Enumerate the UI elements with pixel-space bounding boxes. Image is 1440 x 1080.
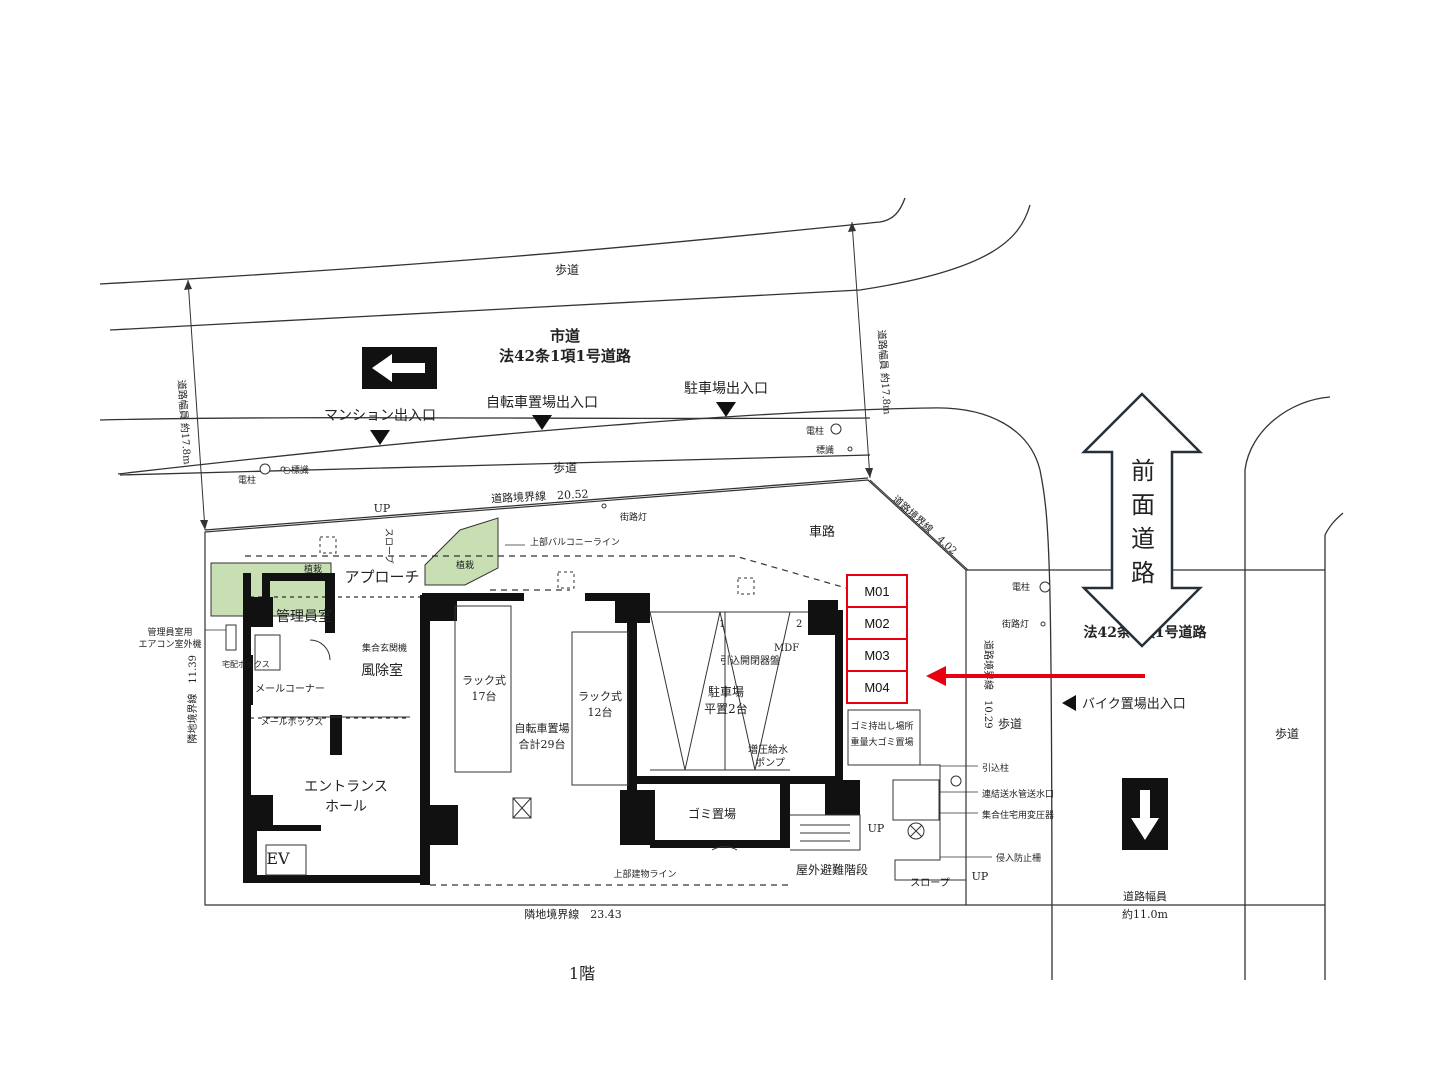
approach-label: アプローチ	[344, 568, 419, 586]
garbage-label-2: 重量大ゴミ置場	[850, 736, 913, 748]
mailbox-label: メールボックス	[261, 717, 324, 728]
rack17-label-1: ラック式	[462, 674, 506, 687]
car-parking-label-2: 平置2台	[704, 701, 748, 716]
parking-entrance-label: 駐車場出入口	[684, 380, 768, 397]
front-road-char-1: 前	[1131, 457, 1155, 485]
pole-right-label: 電柱	[806, 425, 824, 437]
entrance-hall-label-1: エントランス	[304, 779, 388, 795]
floor-label: 1階	[569, 964, 595, 983]
garbage-room-label: ゴミ置場	[688, 806, 736, 821]
street-light-top-label: 街路灯	[620, 511, 647, 523]
road-width-right-label: 道路幅員 約17.8m	[875, 329, 894, 415]
road-boundary-diag-label: 道路境界線 4.02	[890, 493, 960, 558]
delivery-box-label: 宅配ボックス	[222, 659, 270, 669]
fire-water-inlet-label: 連結送水管送水口	[982, 788, 1054, 800]
adjacent-boundary-left-label: 隣地境界線 11.39	[186, 655, 199, 744]
pole-left-label: 電柱	[238, 474, 256, 486]
front-road-double-arrow	[1080, 392, 1204, 648]
road-width-left-label: 道路幅員 約17.8m	[175, 379, 194, 465]
sidewalk-mid-label: 歩道	[553, 460, 577, 475]
road-width-bottom-label-2: 約11.0m	[1122, 907, 1168, 921]
meter-box-m04: M04	[846, 670, 908, 704]
dimension-arrowheads	[184, 222, 873, 530]
meter-box-m03: M03	[846, 638, 908, 672]
street-light-side-label: 街路灯	[1002, 618, 1029, 630]
interior-lines	[225, 605, 966, 881]
mail-corner-label: メールコーナー	[255, 683, 325, 695]
walls	[243, 573, 860, 885]
planting-areas	[210, 517, 499, 617]
booster-pump-label-2: ポンプ	[755, 757, 785, 769]
slope-top-label: スロープ	[383, 528, 394, 563]
upper-balcony-label: 上部バルコニーライン	[530, 536, 620, 548]
front-road-char-4: 路	[1131, 559, 1155, 587]
ev-label: EV	[266, 849, 290, 868]
mansion-entrance-label: マンション出入口	[324, 408, 436, 424]
sidewalk-far-label: 歩道	[1275, 726, 1299, 741]
outdoor-stair-label: 屋外避難階段	[796, 862, 868, 877]
road-boundary-right-label: 道路境界線 10.29	[982, 640, 995, 729]
one-way-arrow-icon	[362, 347, 437, 389]
rack12-label-1: ラック式	[578, 690, 622, 703]
pole-side-label: 電柱	[1012, 581, 1030, 593]
road-boundary-label: 道路境界線 20.52	[491, 486, 589, 505]
incoming-switch-label: 引込開閉器盤	[720, 654, 780, 667]
manager-room-label: 管理員室	[276, 608, 332, 625]
collective-door-label: 集合玄関機	[362, 642, 407, 654]
road-class-label: 法42条1項1号道路	[499, 347, 632, 365]
space-2-label: 2	[796, 619, 802, 630]
small-symbols	[319, 536, 755, 595]
rack12-label-2: 12台	[588, 705, 613, 719]
rack17-label-2: 17台	[472, 689, 497, 703]
up-bottom-label: UP	[972, 870, 989, 883]
slope-bottom-label: スロープ	[910, 877, 949, 889]
planting-mid-label: 植栽	[456, 559, 474, 571]
red-arrow	[926, 666, 1145, 686]
entrance-triangles	[370, 402, 1076, 711]
front-road-char-2: 面	[1131, 491, 1155, 519]
mdf-label: MDF	[774, 643, 799, 654]
bicycle-entrance-label: 自転車置場出入口	[486, 394, 598, 411]
pole-markers	[259, 423, 1051, 787]
leader-lines	[205, 544, 992, 858]
sign-right-label: 標識	[816, 444, 834, 456]
space-1-label: 1	[719, 619, 725, 630]
meter-box-m01: M01	[846, 574, 908, 608]
down-arrow-icon	[1122, 778, 1168, 850]
bike-entrance-label: バイク置場出入口	[1082, 697, 1186, 712]
sign-left-label: ○標識	[283, 464, 309, 476]
intrusion-barrier-label: 侵入防止柵	[996, 852, 1041, 864]
road-lines	[99, 197, 1344, 981]
windbreak-room-label: 風除室	[361, 662, 403, 679]
up-top-label: UP	[374, 502, 391, 515]
transformer-label: 集合住宅用変圧器	[982, 809, 1054, 821]
road-width-bottom-label-1: 道路幅員	[1123, 889, 1167, 903]
sidewalk-top-label: 歩道	[555, 262, 579, 277]
car-parking-label-1: 駐車場	[708, 684, 744, 699]
planting-left-label: 植栽	[304, 563, 322, 575]
carriageway-label: 車路	[809, 524, 835, 540]
garbage-label-1: ゴミ持出し場所	[850, 720, 913, 732]
intake-pillar-label: 引込柱	[982, 762, 1009, 774]
manager-ac-label: 管理員室用エアコン室外機	[138, 626, 201, 650]
upper-building-label: 上部建物ライン	[613, 868, 676, 880]
meter-box-m02: M02	[846, 606, 908, 640]
sidewalk-side-label: 歩道	[998, 716, 1022, 731]
city-road-label: 市道	[550, 327, 580, 345]
up-stair-label: UP	[868, 822, 885, 835]
entrance-hall-label-2: ホール	[325, 799, 367, 815]
front-road-char-3: 道	[1131, 525, 1155, 553]
bike-parking-label-1: 自転車置場	[515, 721, 570, 735]
booster-pump-label-1: 増圧給水	[748, 743, 788, 756]
bike-parking-label-2: 合計29台	[519, 737, 566, 751]
adjacent-boundary-bottom-label: 隣地境界線 23.43	[524, 907, 622, 921]
